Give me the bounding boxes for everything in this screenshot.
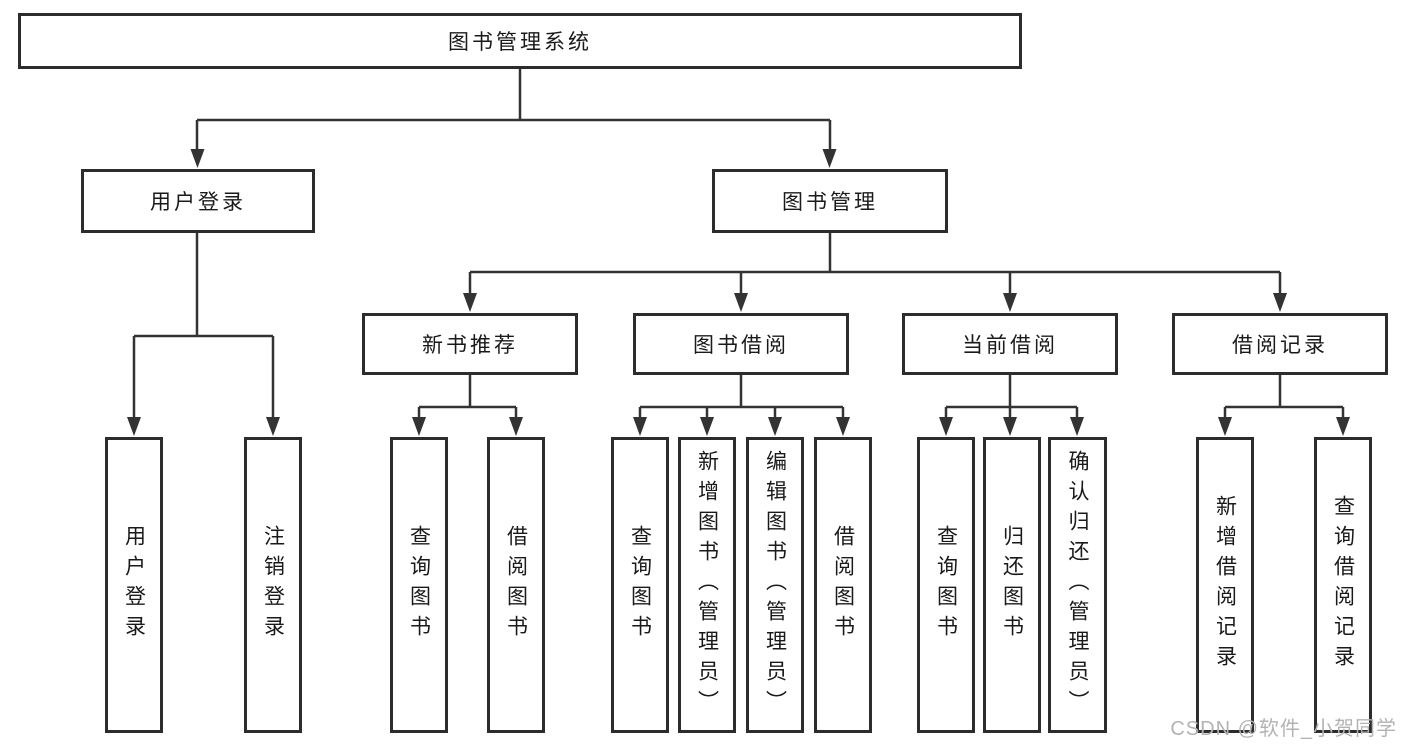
leaf-borrow-book: 借阅图书 bbox=[814, 437, 872, 733]
node-user-login: 用户登录 bbox=[81, 169, 315, 233]
node-book-borrow: 图书借阅 bbox=[633, 313, 849, 375]
arrowhead bbox=[1070, 417, 1084, 436]
leaf-confirm-return-admin: 确认归还（管理员） bbox=[1048, 437, 1107, 733]
leaf-query-book-current: 查询图书 bbox=[917, 437, 975, 733]
node-new-book-recommend: 新书推荐 bbox=[362, 313, 578, 375]
node-label: 归还图书 bbox=[1000, 525, 1024, 645]
arrowhead bbox=[1218, 417, 1232, 436]
node-root-library-system: 图书管理系统 bbox=[18, 13, 1022, 69]
arrowhead bbox=[509, 417, 523, 436]
arrowhead bbox=[768, 417, 782, 436]
node-label: 查询图书 bbox=[407, 525, 431, 645]
node-label: 借阅图书 bbox=[504, 525, 528, 645]
connector-root-to-l2 bbox=[195, 69, 832, 152]
arrowhead bbox=[190, 149, 205, 168]
leaf-query-borrow-record: 查询借阅记录 bbox=[1314, 437, 1372, 733]
connector-newbook-to-children bbox=[417, 375, 518, 420]
connector-records-to-children bbox=[1223, 375, 1345, 420]
node-label: 查询图书 bbox=[934, 525, 958, 645]
node-borrow-records: 借阅记录 bbox=[1172, 313, 1388, 375]
leaf-query-book-borrow: 查询图书 bbox=[611, 437, 669, 733]
connector-borrow-to-children bbox=[638, 375, 845, 420]
leaf-add-book-admin: 新增图书（管理员） bbox=[678, 437, 736, 733]
node-label: 图书管理系统 bbox=[448, 31, 592, 54]
node-label: 新增借阅记录 bbox=[1213, 495, 1237, 675]
node-label: 图书管理 bbox=[782, 191, 878, 214]
node-label: 新书推荐 bbox=[422, 334, 518, 357]
arrowhead bbox=[1003, 417, 1017, 436]
node-label: 新增图书（管理员） bbox=[695, 450, 719, 720]
arrowhead bbox=[939, 417, 953, 436]
node-label: 用户登录 bbox=[150, 191, 246, 214]
arrowhead bbox=[1273, 293, 1287, 312]
leaf-user-login: 用户登录 bbox=[105, 437, 163, 733]
csdn-watermark: CSDN @软件_小贺同学 bbox=[1170, 718, 1397, 740]
arrowhead bbox=[266, 417, 280, 436]
node-label: 借阅记录 bbox=[1232, 334, 1328, 357]
leaf-borrow-book-recommend: 借阅图书 bbox=[487, 437, 545, 733]
connector-bookmgmt-to-l3 bbox=[468, 233, 1282, 296]
leaf-add-borrow-record: 新增借阅记录 bbox=[1196, 437, 1254, 733]
node-label: 确认归还（管理员） bbox=[1066, 450, 1089, 720]
arrowhead bbox=[463, 293, 477, 312]
node-label: 用户登录 bbox=[122, 525, 146, 645]
leaf-query-book-recommend: 查询图书 bbox=[390, 437, 448, 733]
node-label: 编辑图书（管理员） bbox=[763, 450, 787, 720]
leaf-logout: 注销登录 bbox=[244, 437, 302, 733]
node-current-borrow: 当前借阅 bbox=[902, 313, 1118, 375]
connector-userlogin-to-children bbox=[132, 233, 275, 420]
arrowhead bbox=[412, 417, 426, 436]
node-label: 查询借阅记录 bbox=[1331, 495, 1355, 675]
arrowhead bbox=[700, 417, 714, 436]
connector-current-to-children bbox=[944, 375, 1079, 420]
leaf-return-book: 归还图书 bbox=[983, 437, 1041, 733]
node-book-management: 图书管理 bbox=[712, 169, 948, 233]
arrowhead bbox=[822, 149, 837, 168]
node-label: 注销登录 bbox=[261, 525, 285, 645]
leaf-edit-book-admin: 编辑图书（管理员） bbox=[746, 437, 804, 733]
node-label: 借阅图书 bbox=[831, 525, 855, 645]
arrowhead bbox=[633, 417, 647, 436]
node-label: 当前借阅 bbox=[962, 334, 1058, 357]
node-label: 查询图书 bbox=[628, 525, 652, 645]
arrowhead bbox=[734, 293, 748, 312]
arrowhead bbox=[1003, 293, 1017, 312]
arrowhead bbox=[127, 417, 141, 436]
arrowhead bbox=[1336, 417, 1350, 436]
node-label: 图书借阅 bbox=[693, 334, 789, 357]
arrowhead bbox=[836, 417, 850, 436]
